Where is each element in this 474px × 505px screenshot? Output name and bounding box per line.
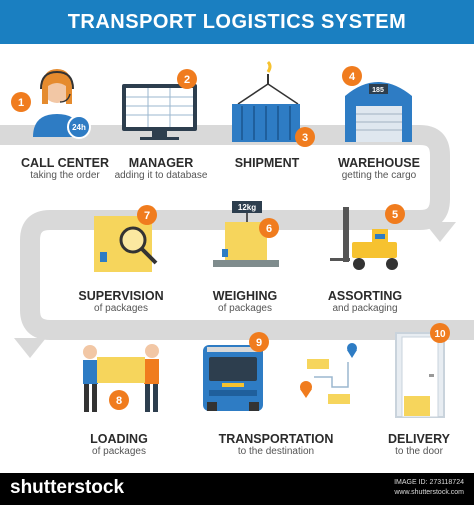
step-label-loading: LOADING of packages: [54, 432, 184, 458]
truck-icon: [203, 345, 263, 411]
step-number-10: 10: [434, 329, 446, 340]
step-subtitle: and packaging: [332, 303, 398, 314]
headset-operator-icon: 24h: [33, 69, 91, 139]
step-number-7: 7: [144, 210, 150, 222]
step-subtitle: to the door: [395, 446, 443, 457]
step-number-8: 8: [116, 395, 122, 407]
warehouse-number: 185: [372, 87, 384, 94]
step-title: WEIGHING: [212, 289, 278, 303]
step-title: WAREHOUSE: [338, 156, 420, 170]
step-label-assorting: ASSORTING and packaging: [300, 289, 430, 315]
step-number-3: 3: [302, 132, 308, 144]
step-title: ASSORTING: [327, 289, 403, 303]
process-diagram: 24h 1 2 3 185 4: [0, 60, 474, 418]
step-subtitle: of packages: [94, 303, 148, 314]
process-track: [0, 125, 474, 340]
site-text: www.shutterstock.com: [394, 489, 464, 496]
forklift-icon: [330, 207, 398, 270]
step-label-supervision: SUPERVISION of packages: [56, 289, 186, 315]
warehouse-icon: 185: [345, 82, 412, 142]
monitor-database-icon: [122, 84, 197, 140]
step-title: LOADING: [90, 432, 148, 446]
step-label-call-center: CALL CENTER taking the order: [0, 156, 130, 182]
footer-bar: shutterstock IMAGE ID: 273118724 www.shu…: [0, 473, 474, 505]
step-label-transportation: TRANSPORTATION to the destination: [211, 432, 341, 458]
title-banner: [0, 0, 474, 44]
step-number-1: 1: [18, 97, 24, 109]
step-subtitle: taking the order: [30, 170, 100, 181]
page-title: TRANSPORT LOGISTICS SYSTEM: [67, 11, 407, 33]
step-title: SUPERVISION: [78, 289, 164, 303]
step-title: SHIPMENT: [234, 156, 300, 170]
step-title: CALL CENTER: [21, 156, 109, 170]
track-arrow-left: [14, 338, 46, 358]
step-number-5: 5: [392, 209, 398, 221]
step-number-4: 4: [349, 71, 356, 83]
magnifier-box-icon: [94, 216, 158, 272]
crane-container-icon: [232, 60, 300, 142]
step-number-9: 9: [256, 337, 262, 349]
step-label-delivery: DELIVERY to the door: [354, 432, 474, 458]
workers-box-icon: [83, 344, 159, 412]
weight-readout: 12kg: [238, 203, 256, 212]
route-map-icon: [300, 343, 357, 404]
step-label-warehouse: WAREHOUSE getting the cargo: [314, 156, 444, 182]
step-title: MANAGER: [128, 156, 194, 170]
step-subtitle: to the destination: [237, 446, 315, 457]
image-id: IMAGE ID: 273118724 www.shutterstock.com: [394, 478, 464, 498]
step-subtitle: getting the cargo: [341, 170, 417, 181]
step-label-weighing: WEIGHING of packages: [180, 289, 310, 315]
door-package-icon: [395, 332, 445, 418]
step-number-2: 2: [184, 74, 190, 86]
step-label-manager: MANAGER adding it to database: [96, 156, 226, 182]
step-subtitle: adding it to database: [114, 170, 208, 181]
step-label-shipment: SHIPMENT: [202, 156, 332, 170]
step-title: TRANSPORTATION: [218, 432, 334, 446]
brand-logo: shutterstock: [10, 477, 125, 498]
track-arrow-right: [424, 222, 456, 242]
24h-badge: 24h: [72, 123, 86, 132]
step-title: DELIVERY: [387, 432, 451, 446]
step-subtitle: of packages: [92, 446, 146, 457]
step-subtitle: of packages: [218, 303, 272, 314]
step-number-6: 6: [266, 223, 272, 235]
image-id-text: IMAGE ID: 273118724: [394, 479, 464, 486]
